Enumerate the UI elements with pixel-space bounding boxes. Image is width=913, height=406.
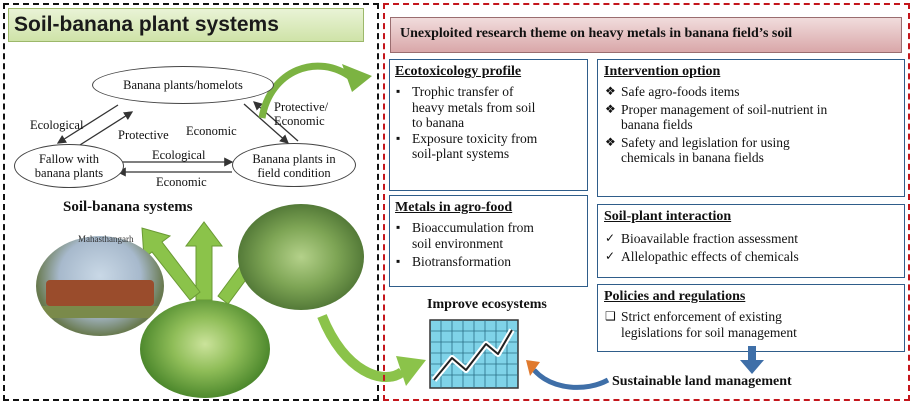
left-title-box — [8, 8, 364, 42]
policies-list: ❑ Strict enforcement of existing legisla… — [604, 309, 898, 340]
metals-title: Metals in agro-food — [395, 200, 513, 215]
label-protective: Protective — [118, 128, 169, 142]
list-item: ✓ Allelopathic effects of chemicals — [604, 249, 898, 265]
ecotoxicology-list: ▪ Trophic transfer of heavy metals from … — [395, 84, 583, 162]
photo-mahasthangarh-building — [36, 236, 164, 336]
list-item-line: Safety and legislation for using — [621, 134, 790, 150]
label-ecological-bottom: Ecological — [152, 148, 206, 162]
node-fallow — [14, 144, 124, 188]
square-bullet-icon: ▪ — [396, 130, 401, 145]
label-protective-economic-1: Protective/ — [274, 100, 329, 114]
intervention-box — [597, 59, 905, 197]
list-item: ✓ Bioavailable fraction assessment — [604, 231, 898, 247]
photo-banana-plants — [140, 300, 270, 398]
photo-banana-field — [238, 204, 364, 310]
node-fallow-line2: banana plants — [34, 166, 104, 180]
list-item-line: Exposure toxicity from — [412, 130, 538, 146]
list-item: ❑ Strict enforcement of existing legisla… — [604, 309, 898, 340]
list-item-line: chemicals in banana fields — [621, 150, 764, 165]
list-item: ▪ Exposure toxicity from soil-plant syst… — [395, 131, 583, 162]
label-economic-bottom: Economic — [156, 175, 207, 189]
policies-title: Policies and regulations — [604, 289, 746, 304]
diamond-bullet-icon: ❖ — [605, 84, 616, 98]
diagram-caption: Soil-banana systems — [63, 199, 193, 215]
node-field-line1: Banana plants in — [252, 152, 336, 166]
label-protective-economic-2: Economic — [274, 114, 325, 128]
left-panel-title: Soil-banana plant systems — [14, 13, 279, 36]
list-item: ▪ Bioaccumulation from soil environment — [395, 220, 583, 251]
list-item-line: Safe agro-foods items — [621, 84, 740, 99]
building-shape — [46, 280, 154, 306]
growth-chart-icon — [429, 319, 519, 389]
list-item-line: Allelopathic effects of chemicals — [621, 248, 799, 264]
right-panel — [383, 3, 910, 401]
sustain-arrows — [526, 346, 764, 390]
checkbox-bullet-icon: ❑ — [605, 309, 616, 323]
photo-label-mahasthangarh: Mahasthangarh — [78, 234, 134, 244]
list-item-line: to banana — [412, 115, 465, 130]
list-item: ❖ Safety and legislation for using chemi… — [604, 135, 898, 166]
improve-ecosystems-label: Improve ecosystems — [427, 297, 547, 312]
node-field-condition — [232, 143, 356, 187]
soil-plant-title: Soil-plant interaction — [604, 209, 732, 224]
node-field-line2: field condition — [257, 166, 331, 180]
node-banana-homelots-label: Banana plants/homelots — [123, 78, 243, 92]
list-item-line: heavy metals from soil — [412, 99, 536, 115]
ecotoxicology-box — [389, 59, 588, 191]
check-bullet-icon: ✓ — [605, 231, 616, 245]
list-item-line: Trophic transfer of — [412, 84, 514, 99]
intervention-list: ❖ Safe agro-foods items ❖ Proper managem… — [604, 84, 898, 166]
check-bullet-icon: ✓ — [605, 248, 616, 263]
right-panel-title: Unexploited research theme on heavy meta… — [400, 26, 793, 41]
list-item-line: Biotransformation — [412, 254, 511, 269]
ecotoxicology-title: Ecotoxicology profile — [395, 64, 522, 79]
list-item-line: legislations for soil management — [621, 324, 797, 340]
node-banana-homelots — [92, 66, 274, 104]
right-title-box — [390, 17, 902, 53]
list-item-line: Strict enforcement of existing — [621, 309, 782, 324]
list-item: ❖ Safe agro-foods items — [604, 84, 898, 100]
diamond-bullet-icon: ❖ — [605, 134, 616, 149]
list-item-line: banana fields — [621, 117, 693, 132]
relation-diagram-lines — [56, 62, 372, 177]
ground-shape — [40, 306, 160, 318]
node-fallow-line1: Fallow with — [38, 152, 100, 166]
policies-box — [597, 284, 905, 352]
intervention-title: Intervention option — [604, 64, 721, 79]
list-item-line: soil-plant systems — [412, 146, 510, 161]
square-bullet-icon: ▪ — [396, 254, 401, 268]
sustainable-land-management-label: Sustainable land management — [612, 374, 792, 389]
list-item: ❖ Proper management of soil-nutrient in … — [604, 102, 898, 133]
square-bullet-icon: ▪ — [396, 84, 401, 98]
diamond-bullet-icon: ❖ — [605, 101, 616, 116]
metals-box — [389, 195, 588, 287]
list-item: ▪ Trophic transfer of heavy metals from … — [395, 84, 583, 131]
label-ecological-left: Ecological — [30, 118, 84, 132]
square-bullet-icon: ▪ — [396, 220, 401, 234]
metals-list: ▪ Bioaccumulation from soil environment … — [395, 220, 583, 270]
list-item-line: Bioavailable fraction assessment — [621, 231, 798, 246]
label-economic-mid: Economic — [186, 124, 237, 138]
soil-plant-box — [597, 204, 905, 278]
soil-plant-list: ✓ Bioavailable fraction assessment ✓ All… — [604, 231, 898, 264]
left-panel — [3, 3, 379, 401]
list-item-line: Proper management of soil-nutrient in — [621, 101, 828, 117]
list-item: ▪ Biotransformation — [395, 254, 583, 270]
list-item-line: soil environment — [412, 235, 504, 251]
list-item-line: Bioaccumulation from — [412, 220, 534, 235]
